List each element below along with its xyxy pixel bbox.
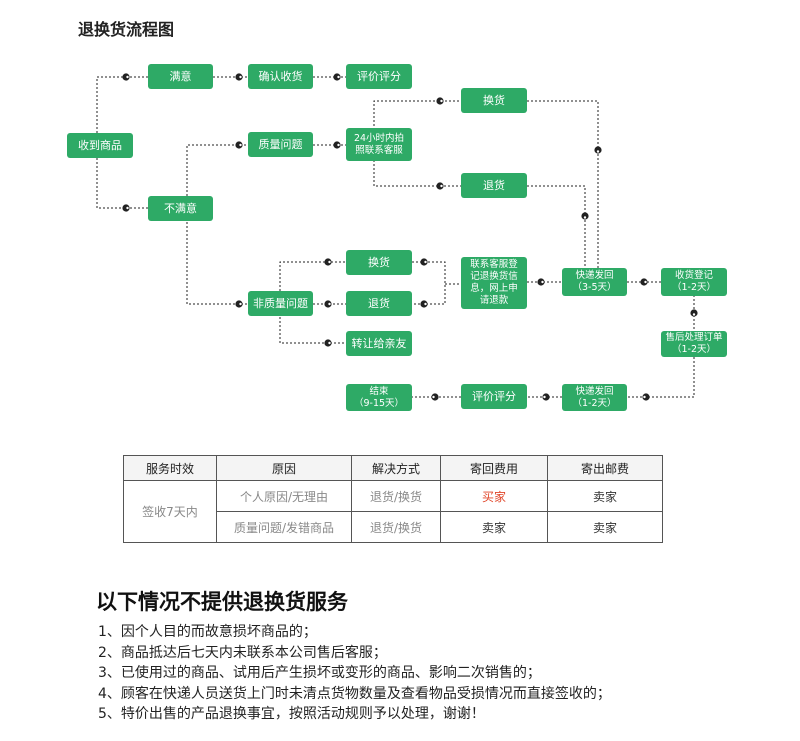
table-header: 寄出邮费 — [547, 455, 663, 481]
list-item: 2、商品抵达后七天内未联系本公司售后客服； — [98, 644, 387, 661]
node-return-2: 退货 — [346, 291, 412, 316]
table-row: 签收7天内 个人原因/无理由 退货/换货 买家 卖家 — [123, 480, 663, 543]
node-unsatisfied: 不满意 — [148, 196, 213, 221]
node-express-return: 快递发回 （3-5天） — [562, 268, 627, 296]
node-aftersale-process: 售后处理订单 （1-2天） — [661, 331, 727, 357]
list-item: 4、顾客在快递人员送货上门时未清点货物数量及查看物品受损情况而直接签收的； — [98, 685, 611, 702]
node-transfer-to-friends: 转让给亲友 — [346, 331, 412, 356]
node-end: 结束 （9-15天） — [346, 384, 412, 411]
table-header: 寄回费用 — [440, 455, 548, 481]
node-express-send-back: 快递发回 （1-2天） — [562, 384, 627, 411]
table-cell-reason: 个人原因/无理由 — [216, 480, 352, 512]
table-cell-return-fee: 卖家 — [440, 511, 548, 543]
list-item: 1、因个人目的而故意损坏商品的； — [98, 624, 317, 640]
node-review-1: 评价评分 — [346, 64, 412, 89]
table-header: 服务时效 — [123, 455, 217, 481]
table-cell-period: 签收7天内 — [123, 480, 217, 543]
node-exchange-2: 换货 — [346, 250, 412, 275]
exclusions-list: 1、因个人目的而故意损坏商品的； 2、商品抵达后七天内未联系本公司售后客服； 3… — [98, 622, 611, 725]
node-confirm-receipt: 确认收货 — [248, 64, 313, 89]
table-header: 解决方式 — [351, 455, 441, 481]
table-cell-ship-fee: 卖家 — [547, 480, 663, 512]
node-review-2: 评价评分 — [461, 384, 527, 409]
node-quality-issue: 质量问题 — [248, 132, 313, 157]
return-policy-table: 服务时效 原因 解决方式 寄回费用 寄出邮费 签收7天内 个人原因/无理由 退货… — [123, 455, 663, 543]
connector-dots — [122, 73, 698, 401]
list-item: 5、特价出售的产品退换事宜，按照活动规则予以处理，谢谢！ — [98, 706, 485, 722]
table-cell-reason: 质量问题/发错商品 — [216, 511, 352, 543]
node-receipt-register: 收货登记 （1-2天） — [661, 268, 727, 296]
exclusions-title: 以下情况不提供退换货服务 — [96, 590, 348, 614]
diagram-title: 退换货流程图 — [78, 20, 175, 39]
node-non-quality-issue: 非质量问题 — [248, 291, 313, 316]
node-exchange-1: 换货 — [461, 88, 527, 113]
flow-connectors — [96, 73, 698, 401]
table-header-row: 服务时效 原因 解决方式 寄回费用 寄出邮费 — [123, 455, 663, 481]
table-cell-return-fee: 买家 — [440, 480, 548, 512]
node-photo-contact-service: 24小时内拍 照联系客服 — [346, 128, 412, 161]
table-cell-solution: 退货/换货 — [351, 511, 441, 543]
node-satisfied: 满意 — [148, 64, 213, 89]
node-contact-service-register: 联系客服登 记退换货信 息，网上申 请退款 — [461, 257, 527, 309]
node-return-1: 退货 — [461, 173, 527, 198]
table-cell-ship-fee: 卖家 — [547, 511, 663, 543]
list-item: 3、已使用过的商品、试用后产生损坏或变形的商品、影响二次销售的； — [98, 665, 541, 681]
table-row: 质量问题/发错商品 退货/换货 卖家 卖家 — [124, 511, 663, 543]
table-header: 原因 — [216, 455, 352, 481]
node-receive: 收到商品 — [67, 133, 133, 158]
table-cell-solution: 退货/换货 — [351, 480, 441, 512]
